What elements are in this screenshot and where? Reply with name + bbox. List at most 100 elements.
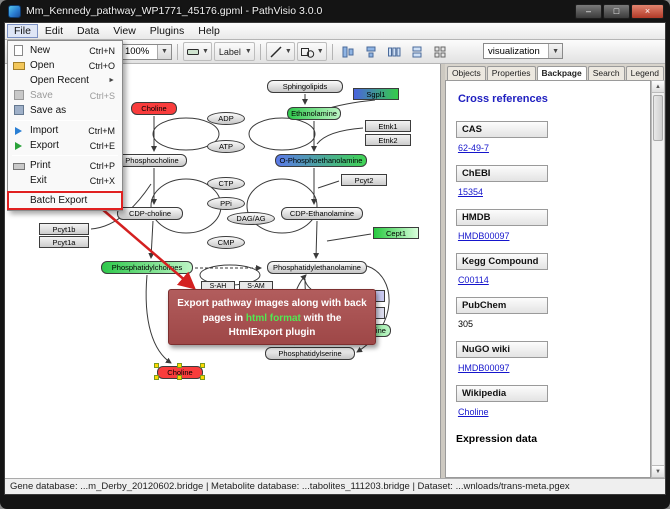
pathway-node-phosphatidylethanolamine[interactable]: Phosphatidylethanolamine [267, 261, 367, 274]
file-menu-exit[interactable]: Exit Ctrl+X [30, 175, 115, 186]
scrollbar-thumb[interactable] [653, 95, 663, 141]
file-menu-print[interactable]: Print Ctrl+P [9, 158, 121, 173]
cross-references-heading: Cross references [457, 93, 548, 105]
panel-splitter[interactable] [441, 64, 445, 478]
maximize-button[interactable]: □ [603, 3, 630, 19]
pathway-node-pcyt1a[interactable]: Pcyt1a [39, 236, 89, 248]
pathway-node-cdp-choline[interactable]: CDP-choline [117, 207, 183, 220]
file-menu-save[interactable]: Save Ctrl+S [9, 88, 121, 103]
file-menu-open[interactable]: Open Ctrl+O [9, 58, 121, 73]
toolbar-separator [259, 43, 261, 60]
selection-handle[interactable] [200, 375, 205, 380]
highlighted-text: html format [245, 312, 301, 324]
menu-edit[interactable]: Edit [44, 25, 64, 37]
app-client-area: File Edit Data View Plugins Help Zoom: 1… [4, 22, 666, 495]
pathway-node-phosphatidylcholines[interactable]: Phosphatidylcholines [101, 261, 193, 274]
zoom-combobox[interactable]: 100% ▼ [119, 43, 172, 60]
grid-button[interactable] [430, 42, 451, 61]
selection-handle[interactable] [177, 375, 182, 380]
xref-value-pubchem: 305 [457, 319, 473, 329]
pathway-node-sgpl1[interactable]: Sgpl1 [353, 88, 399, 100]
selection-handle[interactable] [154, 363, 159, 368]
export-icon [12, 139, 27, 152]
file-menu-import[interactable]: Import Ctrl+M [9, 123, 121, 138]
expression-data-heading: Expression data [455, 433, 538, 445]
close-button[interactable]: × [631, 3, 664, 19]
tab-backpage[interactable]: Backpage [536, 66, 587, 80]
menu-data[interactable]: Data [77, 25, 100, 37]
open-folder-icon [12, 59, 27, 72]
pathway-node-pcyt1b[interactable]: Pcyt1b [39, 223, 89, 235]
pathway-node-ppi[interactable]: PPi [207, 197, 245, 210]
tab-legend[interactable]: Legend [625, 66, 664, 80]
minimize-button[interactable]: – [575, 3, 602, 19]
line-tool-icon [270, 45, 282, 58]
window-title: Mm_Kennedy_pathway_WP1771_45176.gpml - P… [26, 5, 323, 17]
align-left-button[interactable] [338, 42, 359, 61]
pathway-node-atp[interactable]: ATP [207, 140, 245, 153]
panel-scrollbar[interactable]: ▲ ▼ [651, 80, 665, 478]
xref-link-hmdb[interactable]: HMDB00097 [457, 231, 510, 241]
menu-view[interactable]: View [113, 25, 136, 37]
selection-handle[interactable] [177, 363, 182, 368]
printer-icon [12, 159, 27, 172]
datanode-icon [186, 48, 199, 55]
pathway-node-etnk2[interactable]: Etnk2 [365, 134, 411, 146]
scroll-up-icon[interactable]: ▲ [652, 81, 664, 93]
menu-plugins[interactable]: Plugins [149, 25, 185, 37]
pathway-node-pcyt2[interactable]: Pcyt2 [341, 174, 387, 186]
pathway-node-sphingolipids[interactable]: Sphingolipids [267, 80, 343, 93]
stack-button[interactable] [407, 42, 428, 61]
selection-handle[interactable] [154, 375, 159, 380]
menu-file[interactable]: File [7, 24, 38, 38]
pathway-node-phosphatidylserine[interactable]: Phosphatidylserine [265, 347, 355, 360]
visualization-combobox[interactable]: visualization ▼ [483, 43, 563, 59]
pathway-node-phosphocholine[interactable]: Phosphocholine [117, 154, 187, 167]
side-panel: Objects Properties Backpage Search Legen… [444, 64, 665, 478]
line-tool-button[interactable]: ▼ [265, 42, 295, 61]
datanode-tool-button[interactable]: ▼ [182, 42, 212, 61]
chevron-down-icon[interactable]: ▼ [548, 44, 562, 58]
xref-link-chebi[interactable]: 15354 [457, 187, 483, 197]
xref-link-wikipedia[interactable]: Choline [457, 407, 489, 417]
xref-link-cas[interactable]: 62-49-7 [457, 143, 489, 153]
tab-properties[interactable]: Properties [486, 66, 536, 80]
align-center-icon [366, 46, 376, 57]
menu-separator [12, 155, 118, 156]
scroll-down-icon[interactable]: ▼ [652, 465, 664, 477]
file-menu-new[interactable]: New Ctrl+N [9, 43, 121, 58]
xref-link-kegg[interactable]: C00114 [457, 275, 489, 285]
xref-section-kegg: Kegg Compound [455, 253, 548, 270]
file-menu-open-recent[interactable]: Open Recent ► [30, 75, 115, 86]
pathway-node-choline-top[interactable]: Choline [131, 102, 177, 115]
file-menu-save-as[interactable]: Save as [9, 103, 121, 118]
pathway-node-ctp[interactable]: CTP [207, 177, 245, 190]
pathway-node-ethanolamine-top[interactable]: Ethanolamine [287, 107, 341, 120]
chevron-down-icon[interactable]: ▼ [157, 44, 171, 59]
xref-section-hmdb: HMDB [455, 209, 548, 226]
label-tool-button[interactable]: Label ▼ [213, 42, 255, 61]
file-menu-batch-export[interactable]: Batch Export [7, 191, 123, 210]
tab-search[interactable]: Search [587, 66, 625, 80]
pathway-node-cmp[interactable]: CMP [207, 236, 245, 249]
file-menu-export[interactable]: Export Ctrl+E [9, 138, 121, 153]
pathway-node-o-phosphoethanolamine[interactable]: O-Phosphoethanolamine [275, 154, 367, 167]
pathway-node-dag[interactable]: DAG/AG [227, 212, 275, 225]
pathway-node-cept1[interactable]: Cept1 [373, 227, 419, 239]
file-menu-dropdown: New Ctrl+N Open Ctrl+O Open Recent ► Sav… [7, 40, 123, 211]
menu-help[interactable]: Help [198, 25, 220, 37]
zoom-value: 100% [124, 46, 150, 57]
tab-objects[interactable]: Objects [446, 66, 486, 80]
distribute-button[interactable] [384, 42, 405, 61]
pathway-node-cdp-ethanolamine[interactable]: CDP-Ethanolamine [281, 207, 363, 220]
menu-separator [12, 120, 118, 121]
selection-handle[interactable] [200, 363, 205, 368]
xref-link-nugo[interactable]: HMDB00097 [457, 363, 510, 373]
align-center-button[interactable] [361, 42, 382, 61]
chevron-down-icon: ▼ [201, 48, 209, 55]
save-as-icon [12, 104, 27, 117]
pathway-node-etnk1[interactable]: Etnk1 [365, 120, 411, 132]
pathway-node-adp[interactable]: ADP [207, 112, 245, 125]
backpage-panel: Cross references CAS 62-49-7 ChEBI 15354… [444, 80, 651, 478]
shape-tool-button[interactable]: ▼ [296, 42, 327, 61]
